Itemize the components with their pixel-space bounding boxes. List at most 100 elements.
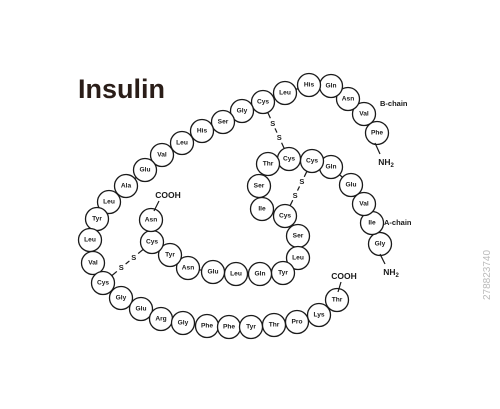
b-chain-residue: Phe: [216, 314, 242, 340]
b-chain-residue: Val: [80, 250, 106, 276]
residue-label: Val: [88, 260, 98, 267]
sulfur-label: S: [293, 191, 298, 200]
b-chain-residue: His: [189, 118, 215, 144]
residue-label: Phe: [223, 324, 235, 331]
residue-circle: [128, 296, 154, 322]
residue-label: Leu: [103, 199, 115, 206]
watermark-id: 278823740: [482, 250, 493, 300]
b-chain-residue: Val: [149, 142, 175, 168]
a-chain-residue: Asn: [175, 255, 201, 281]
a-chain-cooh-bond: [153, 200, 160, 212]
residue-label: Asn: [342, 96, 354, 103]
a-chain-residue: Thr: [255, 151, 281, 177]
residue-label: Thr: [332, 297, 343, 304]
residue-label: Gln: [326, 164, 337, 171]
residue-label: Glu: [140, 167, 151, 174]
residue-circle: [170, 310, 196, 336]
residue-label: Glu: [346, 182, 357, 189]
b-chain-residue: Leu: [77, 227, 103, 253]
b-chain-residue: Glu: [132, 157, 158, 183]
residue-circle: [338, 172, 364, 198]
b-chain-residue: Leu: [272, 80, 298, 106]
residue-label: Gln: [326, 83, 337, 90]
residue-circle: [272, 80, 298, 106]
b-chain-residue: Arg: [148, 306, 174, 332]
b-chain-label: B-chain: [380, 99, 408, 108]
residue-label: Leu: [292, 255, 304, 262]
residue-circle: [200, 259, 226, 285]
residue-circle: [249, 196, 275, 222]
b-chain-residue: Pro: [284, 309, 310, 335]
residue-label: Val: [359, 111, 369, 118]
residue-label: Ala: [121, 183, 132, 190]
residue-label: Thr: [269, 322, 280, 329]
residue-circle: [324, 287, 350, 313]
b-chain-cooh-bond: [337, 281, 342, 293]
residue-circle: [169, 130, 195, 156]
a-chain-nh2-bond: [379, 253, 386, 265]
residue-label: His: [304, 82, 315, 89]
a-chain-residue: Tyr: [270, 260, 296, 286]
b-chain-residue: Thr: [324, 287, 350, 313]
disulfide-link: [274, 128, 278, 133]
sulfur-label: S: [270, 119, 275, 128]
disulfide-link: [125, 260, 130, 265]
b-chain-nh2-bond: [374, 142, 381, 155]
b-chain-residue: Gln: [318, 73, 344, 99]
residue-circle: [250, 89, 276, 115]
residue-label: His: [197, 128, 208, 135]
a-chain-n-terminus: NH2: [383, 267, 399, 279]
residue-circle: [149, 142, 175, 168]
b-chain-residue: Cys: [90, 270, 116, 296]
residue-circle: [306, 302, 332, 328]
residue-circle: [138, 207, 164, 233]
residue-label: Ile: [368, 220, 376, 227]
b-chain-residue: Leu: [96, 189, 122, 215]
residue-label: Gly: [178, 320, 189, 327]
residue-label: Asn: [145, 217, 157, 224]
b-chain-residue: Phe: [364, 120, 390, 146]
residue-label: Phe: [201, 323, 213, 330]
residue-circle: [351, 101, 377, 127]
a-chain-residue: Val: [351, 191, 377, 217]
b-chain-residue: Ser: [210, 109, 236, 135]
a-chain-residue: Gln: [247, 261, 273, 287]
b-chain-residue: Glu: [128, 296, 154, 322]
a-chain-residue: Glu: [338, 172, 364, 198]
residue-circle: [367, 231, 393, 257]
residue-label: Phe: [371, 130, 383, 137]
a-chain-residue: Ile: [359, 210, 385, 236]
residue-circle: [189, 118, 215, 144]
a-chain-residue: Leu: [285, 245, 311, 271]
b-chain-residue: Cys: [250, 89, 276, 115]
a-chain-c-terminus: COOH: [155, 190, 181, 200]
residue-circle: [210, 109, 236, 135]
b-chain-residue: Tyr: [238, 314, 264, 340]
a-chain-residue: Ser: [285, 223, 311, 249]
disulfide-stub: [111, 270, 118, 277]
residue-label: Thr: [263, 161, 274, 168]
a-chain-residue: Cys: [276, 146, 302, 172]
residue-layer: PheValAsnGlnHisLeuCysGlySerHisLeuValGluA…: [77, 72, 393, 340]
residue-circle: [284, 309, 310, 335]
b-chain-residue: Gly: [229, 98, 255, 124]
disulfide-stub: [289, 199, 294, 206]
residue-circle: [272, 203, 298, 229]
diagram-title: Insulin: [78, 74, 165, 104]
residue-circle: [157, 242, 183, 268]
residue-label: Ser: [293, 233, 304, 240]
b-chain-residue: Val: [351, 101, 377, 127]
residue-label: Cys: [146, 239, 158, 246]
a-chain-residue: Cys: [139, 229, 165, 255]
b-chain-c-terminus: COOH: [331, 271, 357, 281]
residue-label: Tyr: [246, 324, 256, 331]
b-chain-residue: Gly: [108, 285, 134, 311]
disulfide-link: [296, 186, 301, 191]
residue-circle: [351, 191, 377, 217]
residue-circle: [132, 157, 158, 183]
residue-circle: [296, 72, 322, 98]
b-chain-residue: Gly: [170, 310, 196, 336]
residue-label: Val: [359, 201, 369, 208]
disulfide-stub: [281, 142, 285, 149]
residue-label: Leu: [279, 90, 291, 97]
